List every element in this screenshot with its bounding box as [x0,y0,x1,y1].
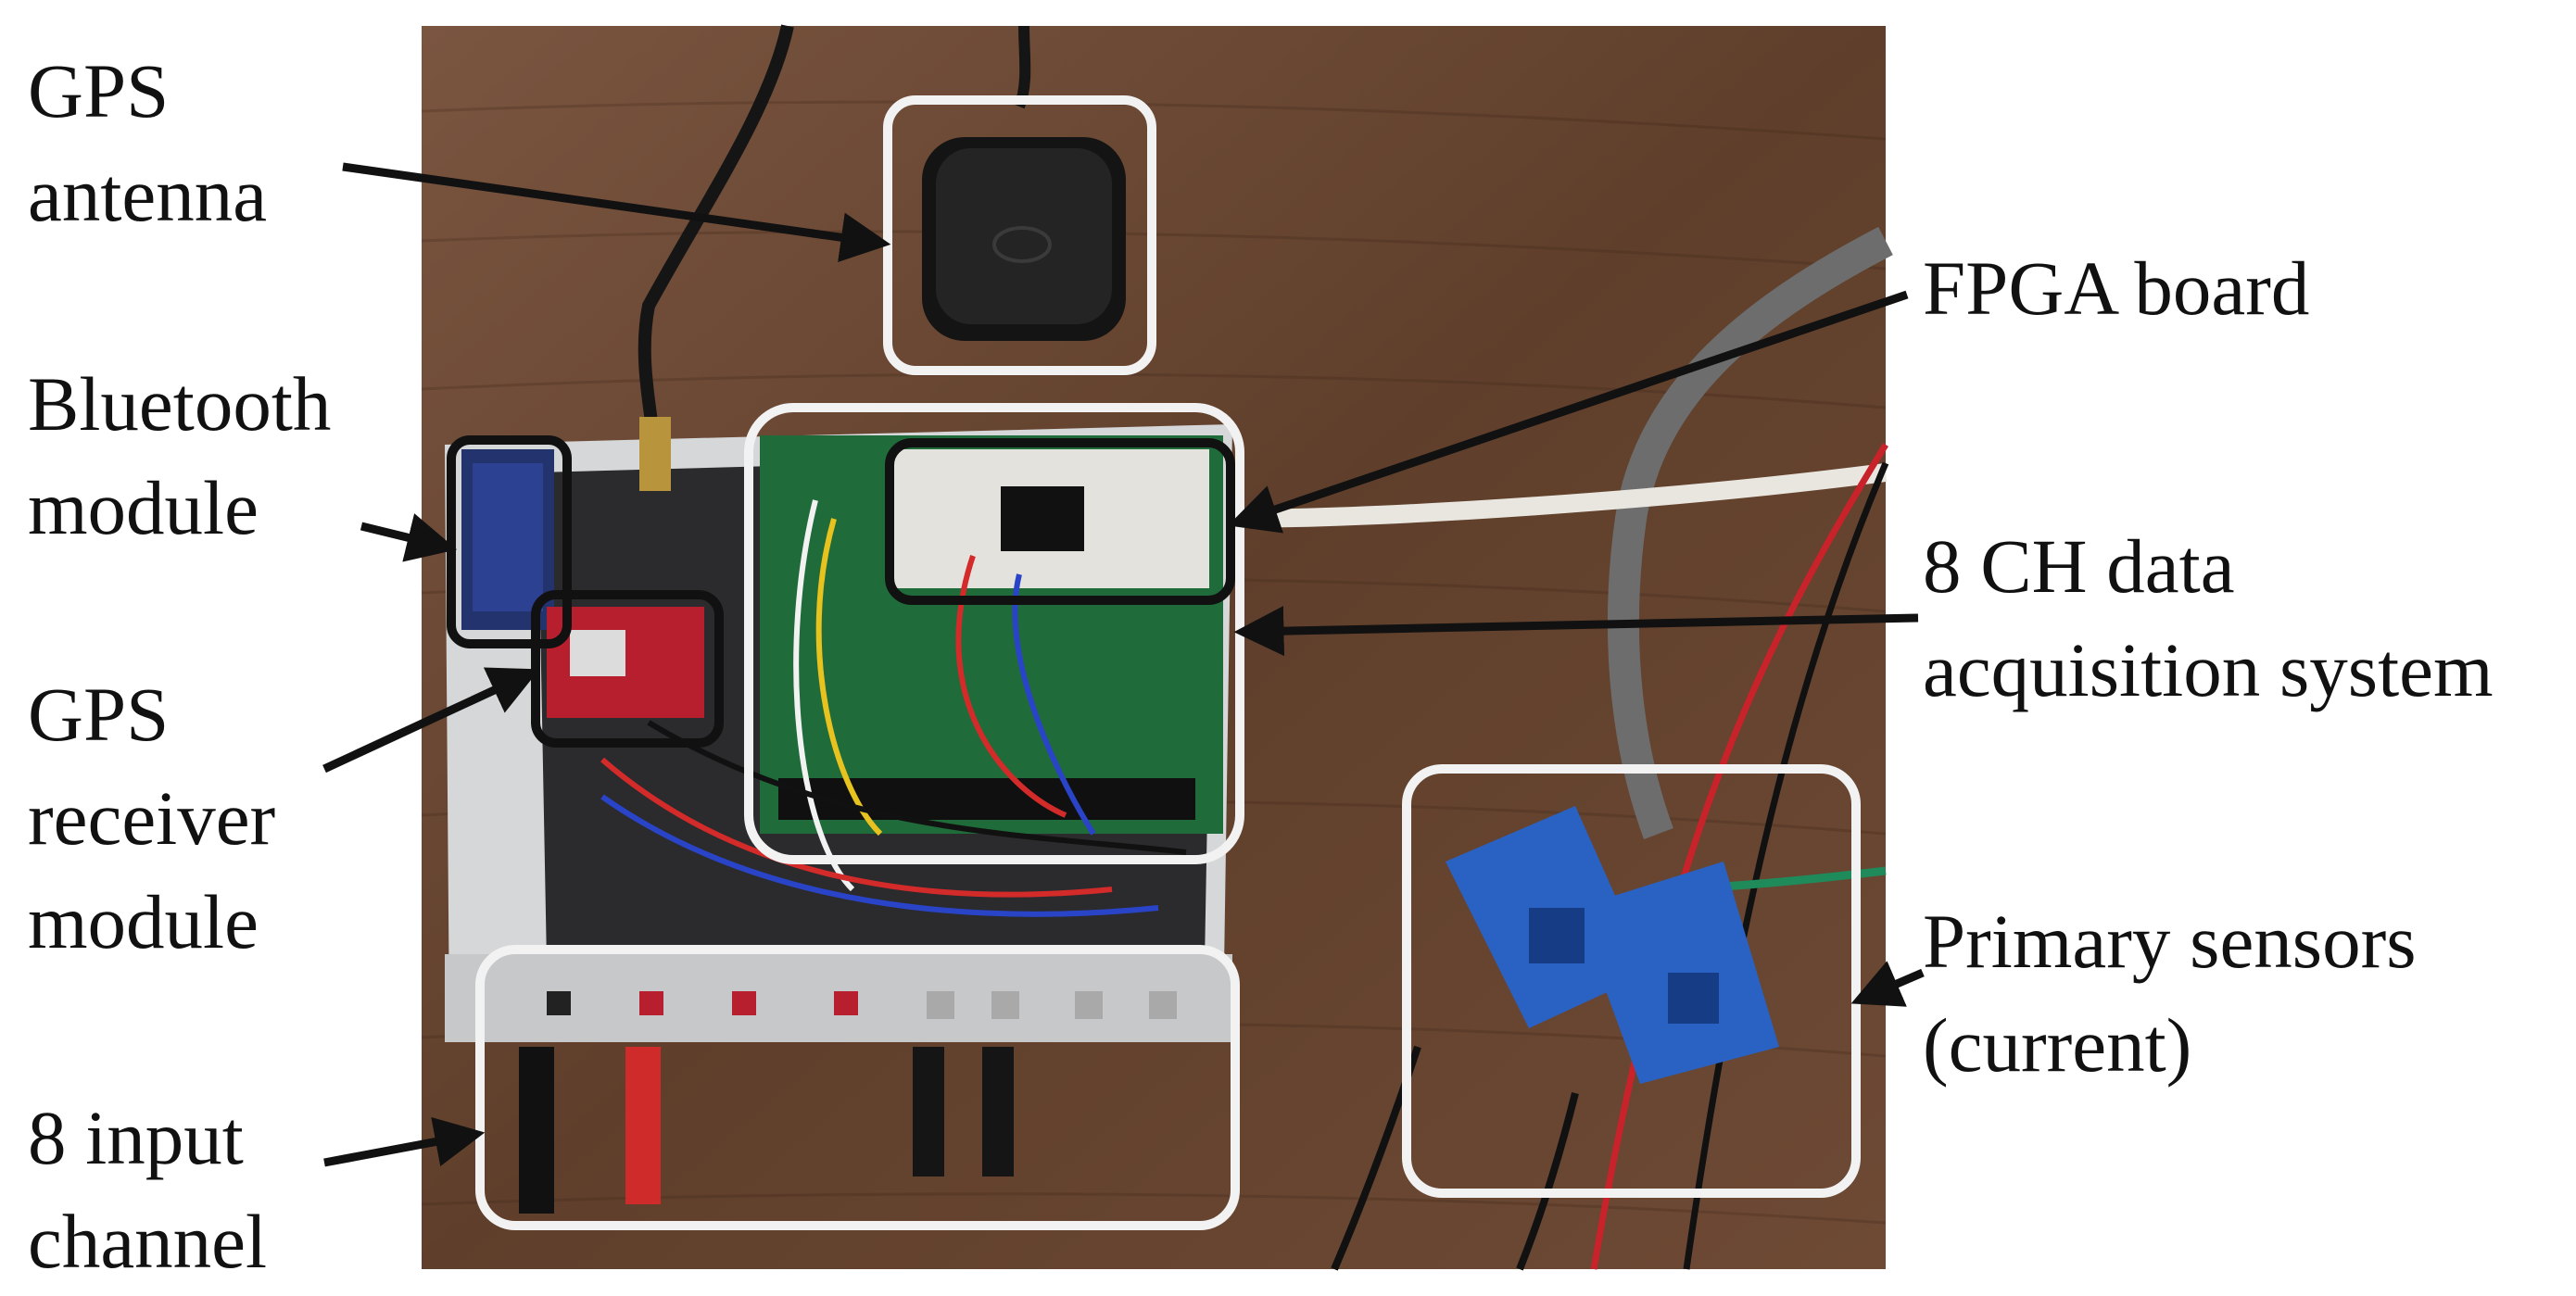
label-bluetooth-module: Bluetooth module [28,352,331,560]
gps-antenna-cable [638,24,794,436]
label-line: module [28,879,259,964]
gps-receiver-board [547,607,704,718]
arrow-daq [1233,606,1919,657]
label-line: GPS [28,48,170,133]
white-cable [1222,463,1888,528]
label-input-channel: 8 input channel [28,1086,267,1293]
label-daq-system: 8 CH data acquisition system [1923,514,2494,722]
label-line: GPS [28,672,170,757]
arrows [322,162,1925,1167]
label-line: acquisition system [1923,627,2494,712]
sma-connector [639,417,671,491]
label-line: 8 input [28,1095,244,1180]
label-gps-antenna: GPS antenna [28,39,267,246]
arrow-input-channel [323,1116,486,1167]
input-connectors [519,991,1177,1214]
arrow-gps-antenna [342,162,891,263]
arrow-primary-sensors [1850,961,1925,1007]
label-line: antenna [28,152,268,237]
label-line: module [28,465,259,550]
fpga-pcb [894,449,1209,588]
label-line: (current) [1923,1002,2192,1088]
label-line: 8 CH data [1923,523,2235,609]
internal-wires [600,499,1187,917]
label-fpga-board: FPGA board [1923,236,2309,340]
label-line: receiver [28,775,276,861]
label-line: channel [28,1199,268,1284]
arrow-fpga [1228,290,1909,534]
label-line: Bluetooth [28,361,332,447]
label-primary-sensors: Primary sensors (current) [1923,889,2417,1097]
gps-antenna-puck [922,137,1126,341]
label-gps-receiver-module: GPS receiver module [28,662,275,974]
bluetooth-board [461,449,554,630]
highlight-input-channel [475,945,1240,1230]
antenna-cable-top [1014,25,1031,109]
label-line: FPGA board [1923,245,2310,331]
black-wire-right [1683,461,1889,1270]
label-line: Primary sensors [1923,899,2417,984]
arrow-gps-receiver [322,667,540,774]
gray-cable [1607,226,1893,839]
current-sensors [1446,806,1779,1084]
arrow-bluetooth [360,513,458,562]
